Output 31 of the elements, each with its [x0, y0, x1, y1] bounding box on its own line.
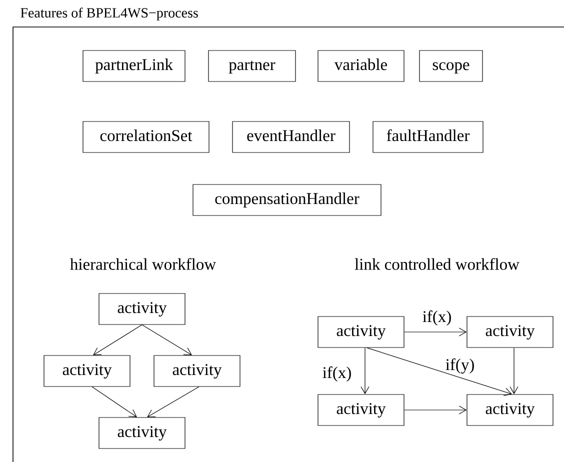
title: Features of BPEL4WS−process — [20, 8, 198, 20]
arrow — [147, 386, 200, 418]
activity-box: activity — [466, 316, 554, 348]
feature-box: variable — [318, 50, 404, 82]
arrow — [92, 386, 137, 418]
feature-box: correlationSet — [82, 121, 210, 153]
arrow — [142, 324, 192, 356]
feature-box: partner — [208, 50, 296, 82]
arrow — [366, 348, 512, 396]
arrow — [404, 328, 467, 336]
feature-box: partnerLink — [82, 50, 186, 82]
feature-box: eventHandler — [232, 121, 350, 153]
section-heading: link controlled workflow — [354, 258, 520, 270]
activity-box: activity — [466, 394, 554, 426]
activity-box: activity — [98, 293, 186, 325]
arrow — [360, 348, 370, 394]
activity-box: activity — [318, 316, 404, 348]
activity-box: activity — [98, 417, 186, 449]
feature-box: scope — [419, 50, 483, 82]
section-heading: hierarchical workflow — [70, 258, 216, 270]
activity-box: activity — [318, 394, 404, 426]
arrow — [404, 406, 467, 414]
feature-box: compensationHandler — [192, 184, 382, 216]
feature-box: faultHandler — [372, 121, 484, 153]
edge-label: if(x) — [422, 310, 451, 326]
edge-label: if(y) — [446, 358, 474, 374]
arrow — [510, 348, 518, 394]
activity-box: activity — [44, 355, 130, 387]
arrow — [93, 324, 142, 356]
activity-box: activity — [154, 355, 240, 387]
edge-label: if(x) — [322, 366, 351, 382]
